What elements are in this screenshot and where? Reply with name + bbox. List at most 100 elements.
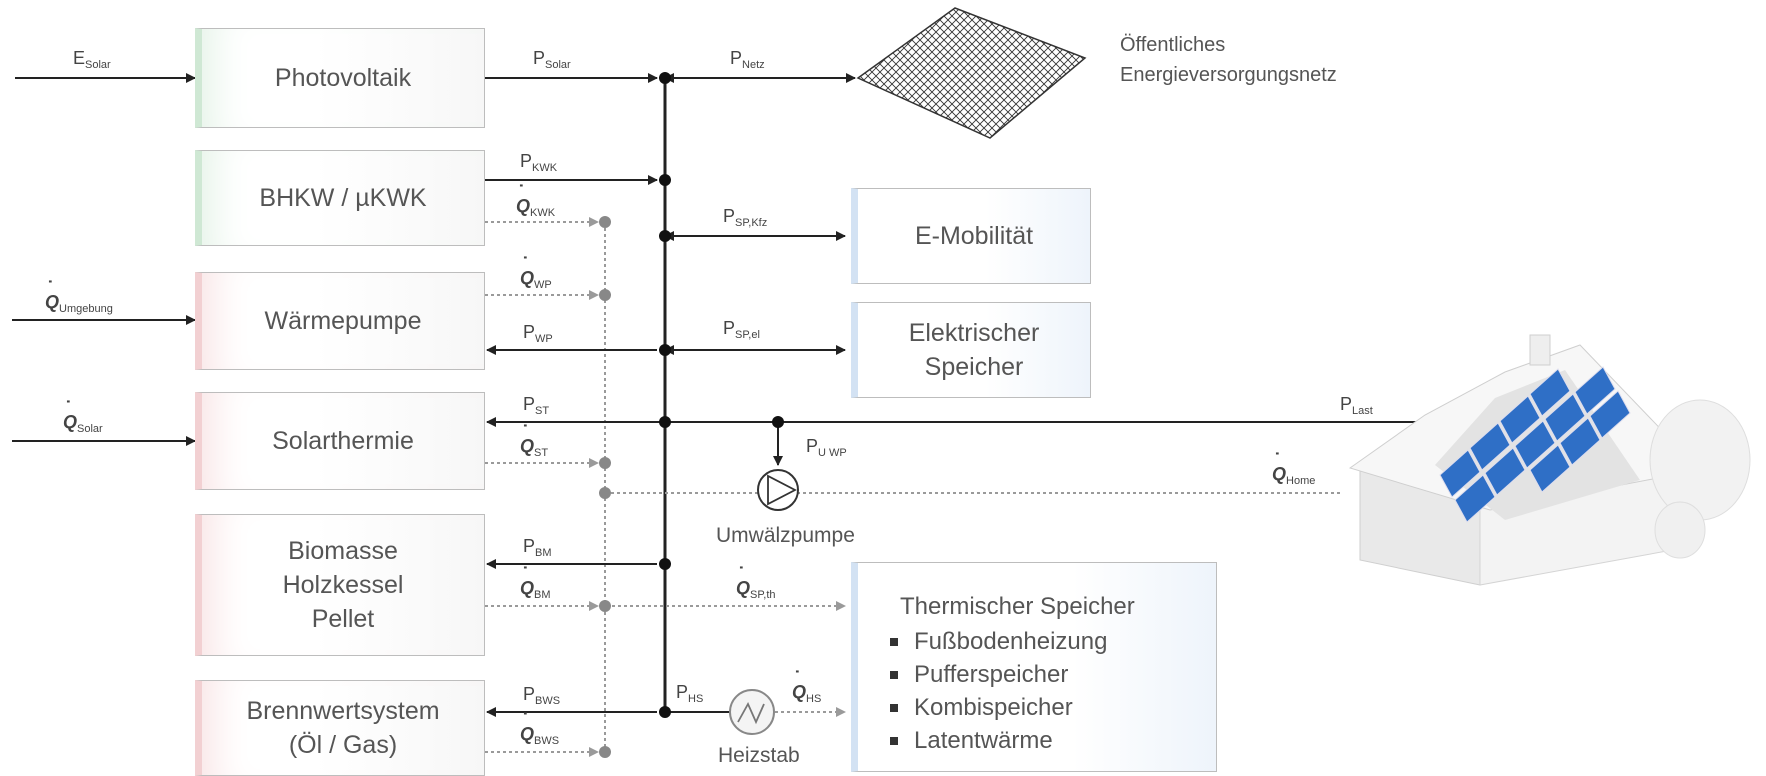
- p-kwk-label: PKWK: [520, 151, 557, 174]
- label-sub: BM: [534, 589, 551, 601]
- solarthermie-label: Solarthermie: [272, 427, 414, 455]
- p-hs-label: PHS: [676, 682, 703, 705]
- label-main: P: [523, 394, 536, 414]
- q-bws-label: QBWS: [520, 724, 559, 747]
- label-sub: SP,Kfz: [735, 217, 768, 229]
- label-main: P: [533, 48, 546, 68]
- p-st-label: PST: [523, 394, 549, 417]
- label-sub: KWK: [532, 162, 558, 174]
- q-home-label: QHome: [1272, 464, 1315, 487]
- label-sub: SP,th: [750, 589, 776, 601]
- label-sub: Solar: [545, 59, 571, 71]
- label-main: Q: [736, 578, 750, 598]
- q-solar-label: QSolar: [63, 412, 103, 435]
- label-sub: KWK: [530, 207, 556, 219]
- thermischer-speicher-box: Thermischer Speicher Fußbodenheizung Puf…: [851, 562, 1217, 772]
- label-main: Q: [45, 292, 59, 312]
- photovoltaik-label: Photovoltaik: [274, 64, 412, 92]
- label-sub: ST: [534, 447, 549, 459]
- q-sp-th-label: QSP,th: [736, 578, 776, 601]
- brennwert-line-1: Brennwertsystem: [246, 697, 440, 725]
- el-speicher-line-2: Speicher: [924, 353, 1024, 381]
- emobilitaet-box: E-Mobilität: [851, 188, 1091, 284]
- label-sub: Last: [1352, 405, 1373, 417]
- heater-label: Heizstab: [718, 744, 800, 767]
- brennwert-line-2: (Öl / Gas): [288, 731, 398, 759]
- p-bws-label: PBWS: [523, 684, 560, 707]
- th-speicher-item: Fußbodenheizung: [890, 625, 1216, 658]
- q-wp-label: QWP: [520, 268, 552, 291]
- bhkw-label: BHKW / µKWK: [259, 184, 427, 212]
- q-st-label: QST: [520, 436, 548, 459]
- p-wp-label: PWP: [523, 322, 553, 345]
- p-bm-label: PBM: [523, 536, 552, 559]
- bus-junctions: [659, 72, 784, 718]
- label-sub: BM: [535, 547, 552, 559]
- label-sub: WP: [535, 333, 553, 345]
- photovoltaik-box: Photovoltaik: [195, 28, 485, 128]
- th-speicher-title: Thermischer Speicher: [900, 593, 1135, 620]
- label-main: Q: [63, 412, 77, 432]
- p-sp-el-label: PSP,el: [723, 318, 760, 341]
- biomasse-line-2: Holzkessel: [282, 571, 404, 599]
- label-sub: HS: [688, 693, 704, 705]
- el-speicher-box: Elektrischer Speicher: [851, 302, 1091, 398]
- label-sub: U WP: [818, 447, 847, 459]
- label-main: Q: [520, 724, 534, 744]
- p-sp-kfz-label: PSP,Kfz: [723, 206, 767, 229]
- label-sub: Solar: [85, 59, 111, 71]
- label-main: Q: [520, 578, 534, 598]
- label-main: Q: [520, 436, 534, 456]
- label-sub: HS: [806, 693, 822, 705]
- solarthermie-box: Solarthermie: [195, 392, 485, 490]
- label-main: Q: [520, 268, 534, 288]
- brennwert-box: Brennwertsystem (Öl / Gas): [195, 680, 485, 776]
- p-uwp-label: PU WP: [806, 436, 847, 459]
- label-main: P: [520, 151, 533, 171]
- q-hs-label: QHS: [792, 682, 821, 705]
- p-last-label: PLast: [1340, 394, 1373, 417]
- thermal-junctions: [599, 216, 611, 758]
- label-sub: BWS: [534, 735, 560, 747]
- house-icon: [1348, 334, 1751, 586]
- label-main: P: [523, 684, 536, 704]
- q-umgebung-label: QUmgebung: [45, 292, 113, 315]
- bhkw-box: BHKW / µKWK: [195, 150, 485, 246]
- label-main: P: [676, 682, 689, 702]
- p-netz-label: PNetz: [730, 48, 765, 71]
- heater-coil: [737, 701, 765, 725]
- label-main: P: [1340, 394, 1353, 414]
- th-speicher-item: Pufferspeicher: [890, 658, 1216, 691]
- waermepumpe-box: Wärmepumpe: [195, 272, 485, 370]
- label-main: P: [806, 436, 819, 456]
- label-sub: WP: [534, 279, 552, 291]
- label-sub: Netz: [742, 59, 765, 71]
- pump-label: Umwälzpumpe: [716, 524, 855, 547]
- label-sub: Solar: [77, 423, 103, 435]
- biomasse-box: Biomasse Holzkessel Pellet: [195, 514, 485, 656]
- th-speicher-list: Fußbodenheizung Pufferspeicher Kombispei…: [880, 625, 1216, 757]
- th-speicher-item: Kombispeicher: [890, 691, 1216, 724]
- p-solar-label: PSolar: [533, 48, 571, 71]
- label-main: Q: [1272, 464, 1286, 484]
- label-sub: Umgebung: [59, 303, 113, 315]
- e-solar-label: ESolar: [73, 48, 111, 71]
- el-speicher-line-1: Elektrischer: [908, 319, 1040, 347]
- solar-panels: [1439, 366, 1631, 523]
- label-sub: ST: [535, 405, 550, 417]
- grid-line-2: Energieversorgungsnetz: [1120, 64, 1337, 86]
- waermepumpe-label: Wärmepumpe: [264, 307, 422, 335]
- biomasse-line-1: Biomasse: [288, 537, 398, 565]
- q-bm-label: QBM: [520, 578, 551, 601]
- label-main: Q: [792, 682, 806, 702]
- grid-label: Öffentliches Energieversorgungsnetz: [1120, 30, 1337, 90]
- label-main: E: [73, 48, 86, 68]
- q-kwk-label: QKWK: [516, 196, 555, 219]
- th-speicher-item: Latentwärme: [890, 724, 1216, 757]
- label-main: Q: [516, 196, 530, 216]
- label-main: P: [730, 48, 743, 68]
- biomasse-line-3: Pellet: [311, 605, 375, 633]
- label-sub: SP,el: [735, 329, 760, 341]
- pump-triangle: [767, 474, 797, 506]
